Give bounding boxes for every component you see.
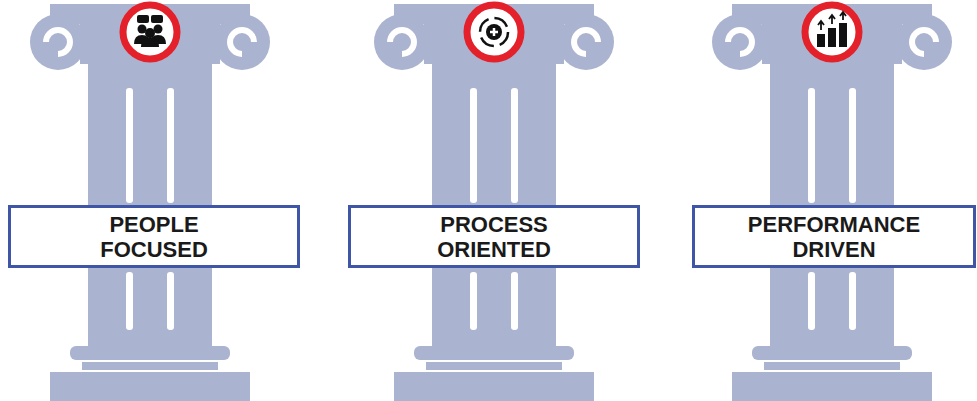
performance-icon [817, 12, 847, 47]
people-icon [134, 15, 166, 47]
pillar-label-box: PROCESS ORIENTED [348, 205, 640, 268]
pillar-label-box: PERFORMANCE DRIVEN [692, 205, 976, 268]
process-icon [480, 18, 508, 46]
pillar-label: PERFORMANCE DRIVEN [747, 212, 922, 262]
pillar-label: PROCESS ORIENTED [407, 212, 582, 262]
pillar-label-box: PEOPLE FOCUSED [8, 205, 300, 268]
pillar-label: PEOPLE FOCUSED [67, 212, 242, 262]
